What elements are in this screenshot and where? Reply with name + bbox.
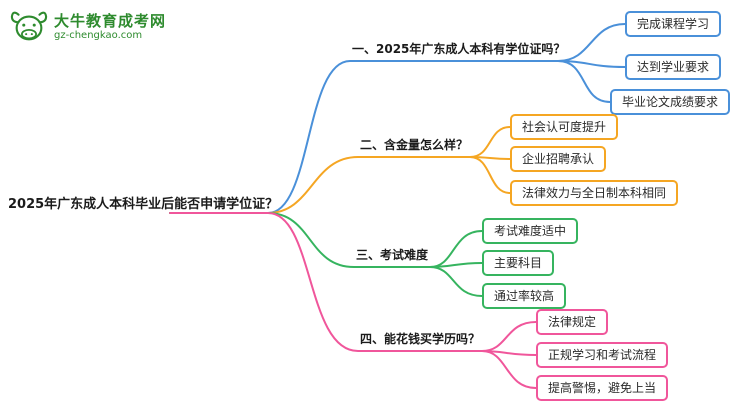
branch-4-label[interactable]: 四、能花钱买学历吗？ xyxy=(360,332,481,346)
connector-branch-1 xyxy=(169,60,559,214)
connector-branch-3-leaf-1 xyxy=(429,230,483,268)
connector-branch-4-leaf-1 xyxy=(481,321,537,352)
logo-site-url: gz-chengkao.com xyxy=(54,29,143,41)
root-topic[interactable]: 2025年广东成人本科毕业后能否申请学位证？ xyxy=(8,197,279,212)
leaf-node[interactable]: 达到学业要求 xyxy=(625,54,722,80)
branch-1-label[interactable]: 一、2025年广东成人本科有学位证吗？ xyxy=(352,42,566,56)
connector-branch-1-leaf-3 xyxy=(557,60,611,103)
bull-logo-icon xyxy=(10,11,48,41)
leaf-node[interactable]: 法律规定 xyxy=(536,309,609,335)
site-logo: 大牛教育成考网 gz-chengkao.com xyxy=(10,8,166,46)
leaf-node[interactable]: 法律效力与全日制本科相同 xyxy=(510,180,679,206)
connector-branch-3-leaf-3 xyxy=(429,266,483,297)
connector-branch-2-leaf-3 xyxy=(469,156,511,194)
leaf-node[interactable]: 正规学习和考试流程 xyxy=(536,342,669,368)
leaf-node[interactable]: 主要科目 xyxy=(482,250,555,276)
leaf-node[interactable]: 社会认可度提升 xyxy=(510,114,619,140)
connector-branch-2 xyxy=(169,156,471,214)
connector-branch-4-leaf-3 xyxy=(481,350,537,389)
leaf-node[interactable]: 提高警惕，避免上当 xyxy=(536,375,669,401)
leaf-node[interactable]: 完成课程学习 xyxy=(625,11,722,37)
logo-site-name: 大牛教育成考网 xyxy=(54,11,167,30)
leaf-node[interactable]: 毕业论文成绩要求 xyxy=(610,89,731,115)
leaf-node[interactable]: 企业招聘承认 xyxy=(510,146,607,172)
leaf-node[interactable]: 通过率较高 xyxy=(482,283,567,309)
branch-2-label[interactable]: 二、含金量怎么样？ xyxy=(360,138,469,152)
leaf-node[interactable]: 考试难度适中 xyxy=(482,218,579,244)
branch-3-label[interactable]: 三、考试难度 xyxy=(356,248,429,262)
connector-branch-1-leaf-1 xyxy=(557,23,626,62)
connector-branch-2-leaf-1 xyxy=(469,126,511,158)
connector-branch-4 xyxy=(169,212,483,352)
